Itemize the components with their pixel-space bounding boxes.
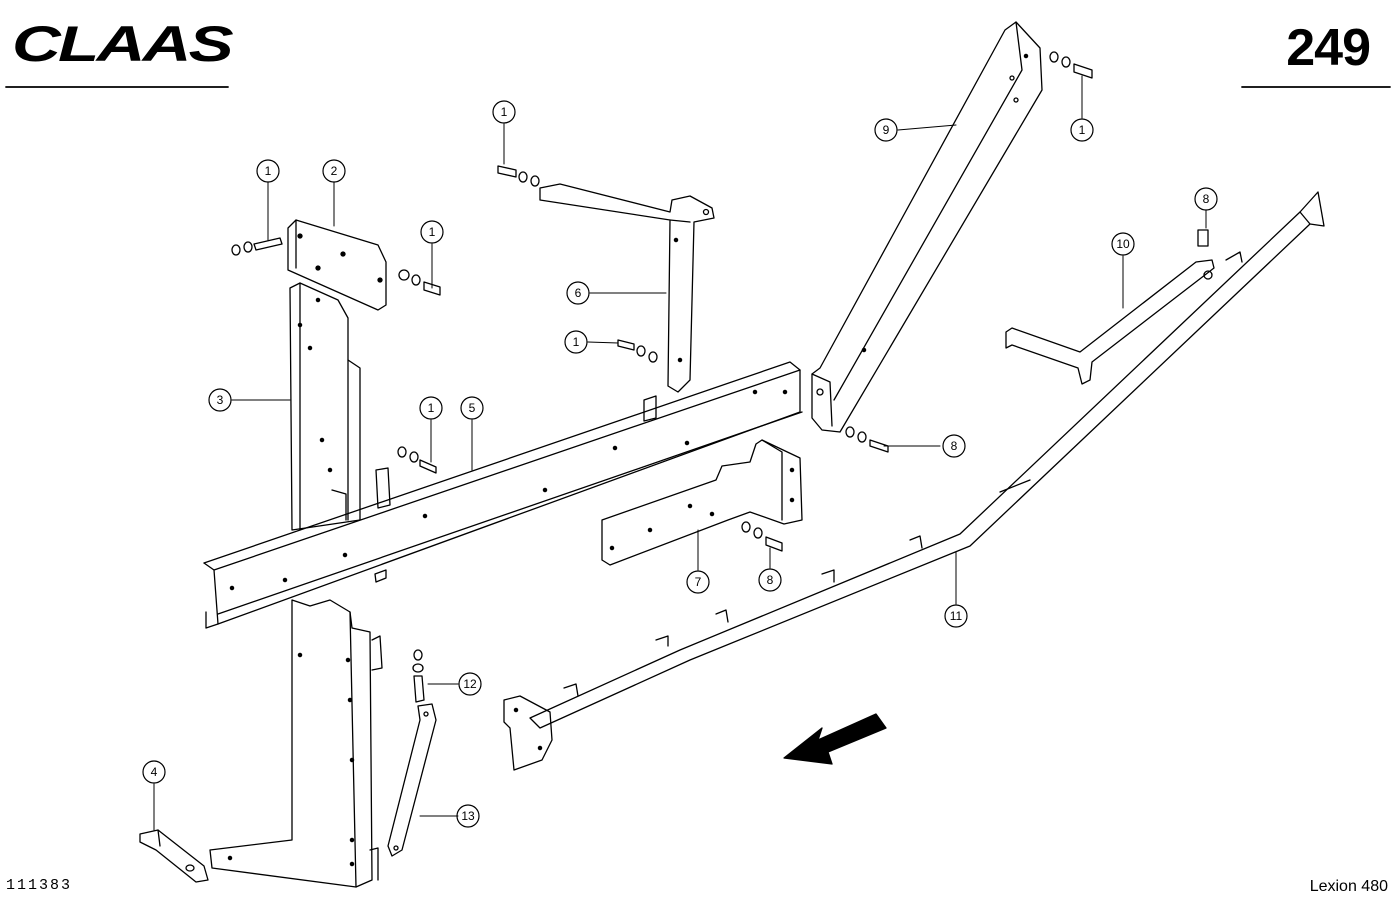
callout-8: 8 (1203, 192, 1210, 206)
part-11-guide-tube (503, 191, 1325, 771)
part-5-cross-beam (203, 361, 803, 629)
callout-circles (142, 100, 1218, 828)
callout-8: 8 (767, 573, 774, 587)
callout-1: 1 (1079, 123, 1086, 137)
fastener-set-part-6-top (497, 165, 540, 187)
fastener-set-part-9-top (1049, 51, 1093, 79)
fastener-set-part-5 (397, 446, 437, 474)
part-3-upright-lower (209, 599, 383, 888)
part-6-support-bracket (539, 183, 715, 393)
callout-1: 1 (501, 105, 508, 119)
callout-1: 1 (428, 401, 435, 415)
fastener-set-part-6-bottom (617, 339, 658, 363)
callout-1: 1 (265, 164, 272, 178)
callout-11: 11 (950, 609, 963, 623)
part-12-bolt-set (412, 649, 425, 703)
fastener-set-part-2-left (231, 237, 283, 256)
part-4-small-bracket (139, 829, 209, 883)
part-13-link-rod (387, 703, 437, 857)
callout-4: 4 (151, 765, 158, 779)
callout-10: 10 (1116, 237, 1130, 251)
travel-direction-arrow (783, 713, 887, 765)
callout-13: 13 (461, 809, 475, 823)
callout-6: 6 (575, 286, 582, 300)
callout-5: 5 (469, 401, 476, 415)
fastener-part-10 (1197, 229, 1209, 247)
callout-7: 7 (695, 575, 702, 589)
page-number: 249 (1286, 19, 1371, 77)
callout-8: 8 (951, 439, 958, 453)
part-9-diagonal-strut (811, 21, 1043, 433)
fastener-set-part-9-bottom (845, 426, 889, 453)
part-2-bracket-plate (287, 219, 387, 311)
callout-9: 9 (883, 123, 890, 137)
drawing-id: 111383 (6, 877, 73, 894)
callout-2: 2 (331, 164, 338, 178)
claas-logo: CLAAS (12, 16, 234, 72)
model-name: Lexion 480 (1309, 878, 1388, 895)
part-7-mounting-plate (601, 439, 803, 566)
leader-lines (153, 75, 1207, 831)
fastener-set-part-7 (741, 521, 783, 552)
part-3-upright-upper (289, 282, 361, 531)
fastener-set-part-2-right (398, 269, 441, 296)
part-10-hanger-bracket (1005, 259, 1215, 385)
callout-1: 1 (573, 335, 580, 349)
callout-3: 3 (217, 393, 224, 407)
callout-12: 12 (463, 677, 477, 691)
callout-1: 1 (429, 225, 436, 239)
